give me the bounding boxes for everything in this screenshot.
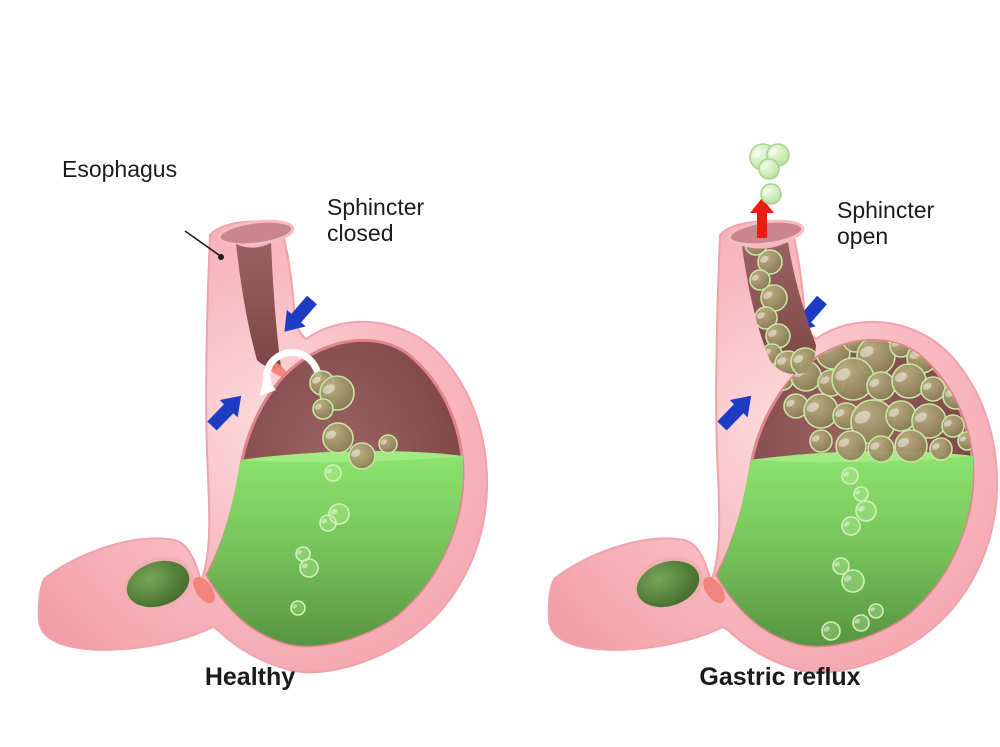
bubble-highlight: [894, 372, 907, 383]
bubble-icon: [821, 621, 841, 641]
bubble-icon: [853, 486, 869, 502]
bubble-icon: [841, 569, 865, 593]
bubble-icon: [348, 442, 376, 470]
bubble-highlight: [768, 149, 777, 156]
healthy-caption: Healthy: [204, 663, 296, 691]
bubble-highlight: [767, 329, 777, 337]
bubble-highlight: [292, 604, 298, 609]
bubble-highlight: [756, 312, 765, 319]
bubble-icon: [929, 437, 953, 461]
bubble-highlight: [785, 399, 795, 407]
bubble-highlight: [311, 376, 321, 384]
esophagus-label: Esophagus: [62, 156, 178, 182]
bubble-highlight: [760, 163, 768, 170]
bubble-highlight: [326, 468, 333, 474]
bubble-highlight: [820, 376, 830, 384]
gastric-reflux-stomach-illustration: [546, 143, 1000, 675]
bubble-highlight: [762, 188, 770, 195]
bubble-highlight: [860, 346, 874, 358]
bubble-icon: [290, 600, 306, 616]
bubble-highlight: [751, 274, 759, 281]
bubble-highlight: [823, 626, 830, 632]
bubble-icon: [378, 434, 398, 454]
bubble-icon: [758, 158, 780, 180]
sphincter-open-label: Sphincter open: [837, 197, 935, 249]
blocked-reflux-arrow-icon: [260, 349, 323, 396]
bubble-highlight: [330, 508, 338, 515]
bubble-highlight: [897, 437, 910, 448]
acid-bubbles: [290, 464, 350, 616]
bubble-highlight: [811, 435, 820, 442]
bubble-icon: [322, 422, 354, 454]
bubble-highlight: [843, 521, 850, 527]
bubble-highlight: [777, 357, 787, 365]
bubble-highlight: [759, 255, 769, 263]
escaping-bubbles: [749, 143, 790, 205]
bubble-highlight: [806, 402, 819, 413]
bubble-icon: [749, 269, 771, 291]
gastric-reflux-caption: Gastric reflux: [699, 663, 861, 691]
bubble-icon: [855, 500, 877, 522]
bubble-highlight: [763, 291, 773, 299]
esophagus-pointer-line: [184, 230, 224, 260]
bubble-icon: [319, 514, 337, 532]
bubble-highlight: [959, 436, 966, 442]
bubble-highlight: [914, 412, 927, 423]
bubble-highlight: [888, 408, 900, 418]
bubble-highlight: [835, 368, 851, 381]
bubble-highlight: [854, 410, 871, 424]
bubble-highlight: [351, 449, 361, 457]
bubble-highlight: [752, 150, 762, 158]
bubble-highlight: [834, 561, 841, 567]
bubble-highlight: [854, 618, 861, 624]
bubble-highlight: [325, 430, 337, 440]
bubble-icon: [328, 503, 350, 525]
bubble-icon: [312, 398, 334, 420]
bubble-highlight: [843, 575, 852, 582]
bubble-highlight: [314, 403, 322, 410]
bubble-highlight: [857, 505, 865, 512]
gas-bubbles: [309, 370, 398, 470]
bubble-icon: [868, 603, 884, 619]
esophagus-lumen-closed: [236, 243, 281, 368]
bubble-icon: [809, 429, 833, 453]
bubble-highlight: [943, 420, 952, 427]
bubble-highlight: [855, 490, 861, 495]
bubble-icon: [841, 516, 861, 536]
bubble-highlight: [793, 354, 804, 363]
bubble-icon: [852, 614, 870, 632]
bubble-highlight: [931, 443, 940, 450]
bubble-highlight: [301, 563, 308, 569]
bubble-highlight: [870, 442, 880, 450]
bubble-icon: [832, 557, 850, 575]
bubble-icon: [894, 429, 928, 463]
sphincter-closed-label: Sphincter closed: [327, 194, 425, 246]
bubble-highlight: [869, 378, 880, 387]
bubble-icon: [760, 183, 782, 205]
bubble-highlight: [835, 409, 845, 417]
bubble-highlight: [922, 382, 932, 390]
refluxing-bubbles: [744, 242, 816, 374]
bubble-highlight: [870, 607, 876, 612]
bubble-icon: [941, 414, 965, 438]
bubble-icon: [867, 435, 895, 463]
bubble-icon: [757, 249, 783, 275]
stomach-diagram-canvas: [36, 143, 1000, 675]
bubble-highlight: [380, 439, 387, 445]
bubble-icon: [835, 430, 867, 462]
acid-bubbles: [821, 467, 884, 641]
bubble-highlight: [843, 471, 850, 477]
bubble-highlight: [321, 518, 328, 524]
bubble-highlight: [297, 550, 303, 555]
reflux-arrow-icon: [750, 198, 774, 238]
bubble-icon: [324, 464, 342, 482]
bubble-highlight: [838, 438, 850, 448]
healthy-stomach-illustration: [36, 215, 490, 675]
bubble-highlight: [322, 384, 335, 395]
bubble-icon: [299, 558, 319, 578]
bubble-icon: [841, 467, 859, 485]
